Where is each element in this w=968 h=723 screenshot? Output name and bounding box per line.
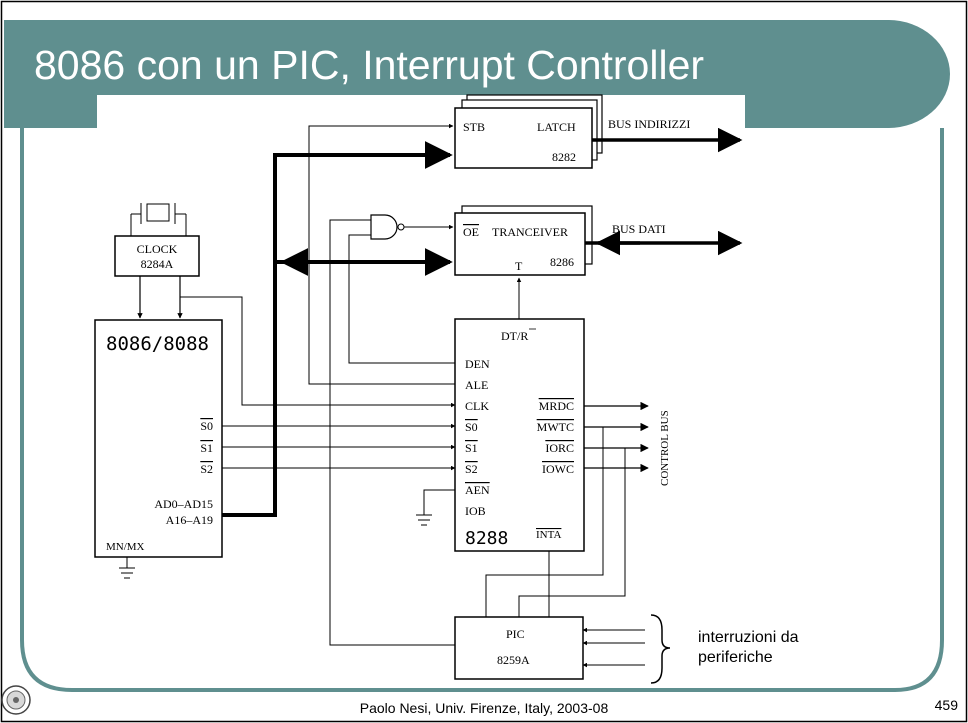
cpu-ground-symbol xyxy=(119,557,135,579)
university-seal-icon xyxy=(1,685,31,715)
bc-s2-pin: S2 xyxy=(465,462,478,476)
nand-gate xyxy=(370,214,398,240)
pic-label: PIC xyxy=(506,627,525,641)
bc-iowc-pin: IOWC xyxy=(542,462,574,476)
clock-label: CLOCK xyxy=(137,242,178,256)
clock-chip xyxy=(114,235,200,277)
bc-s0-pin: S0 xyxy=(465,420,478,434)
bc-ale-pin: ALE xyxy=(465,378,488,392)
bc-mrdc-pin: MRDC xyxy=(539,399,574,413)
page-number: 459 xyxy=(934,697,958,713)
slide-footer: Paolo Nesi, Univ. Firenze, Italy, 2003-0… xyxy=(359,700,609,716)
bc-s1-pin: S1 xyxy=(465,441,478,455)
bus-controller-label: 8288 xyxy=(465,528,508,549)
bus-controller-chip xyxy=(454,318,585,552)
bc-den-pin: DEN xyxy=(465,357,490,371)
bc-dtr-pin: DT/R xyxy=(501,329,528,343)
data-bus-label: BUS DATI xyxy=(612,222,666,236)
interrupt-brace xyxy=(650,614,671,684)
bc-iob-pin: IOB xyxy=(465,504,486,518)
interrupt-note-line-1: interruzioni da xyxy=(698,629,799,646)
transceiver-part-number: 8286 xyxy=(550,255,574,269)
slide-title: 8086 con un PIC, Interrupt Controller xyxy=(34,42,705,88)
cpu-chip xyxy=(94,319,223,558)
transceiver-chip xyxy=(454,212,586,276)
pic-part-number: 8259A xyxy=(497,653,530,667)
cpu-label: 8086/8088 xyxy=(106,333,209,355)
bc-aen-pin: AEN xyxy=(465,483,490,497)
bc-iorc-pin: IORC xyxy=(545,441,574,455)
bc-inta-pin: INTA xyxy=(536,529,561,541)
cpu-ad-pins: AD0–AD15 xyxy=(154,497,213,511)
crystal-symbol xyxy=(130,203,187,236)
bc-clk-pin: CLK xyxy=(465,399,489,413)
transceiver-label: TRANCEIVER xyxy=(492,225,568,239)
cpu-a-pins: A16–A19 xyxy=(166,513,213,527)
cpu-mnmx-pin: MN/MX xyxy=(106,541,145,553)
latch-part-number: 8282 xyxy=(552,150,576,164)
clock-part-number: 8284A xyxy=(141,257,174,271)
transceiver-oe-pin: OE xyxy=(463,225,479,239)
latch-chip xyxy=(454,107,593,169)
cpu-s1: S1 xyxy=(200,441,213,455)
latch-stb-pin: STB xyxy=(463,120,485,134)
latch-label: LATCH xyxy=(537,120,576,134)
interrupt-sources-note: interruzioni da periferiche xyxy=(698,628,799,668)
aen-ground-symbol xyxy=(416,489,455,526)
title-bar-cap xyxy=(888,20,950,128)
address-bus-label: BUS INDIRIZZI xyxy=(608,117,690,131)
cpu-s2: S2 xyxy=(200,462,213,476)
bc-mwtc-pin: MWTC xyxy=(537,420,574,434)
control-bus-label: CONTROL BUS xyxy=(659,410,671,486)
transceiver-t-pin: T xyxy=(515,259,523,273)
cpu-s0: S0 xyxy=(200,419,213,433)
diagram-panel xyxy=(97,95,745,130)
content-frame xyxy=(20,128,944,692)
interrupt-note-line-2: periferiche xyxy=(698,649,773,666)
address-data-bus xyxy=(222,141,453,517)
